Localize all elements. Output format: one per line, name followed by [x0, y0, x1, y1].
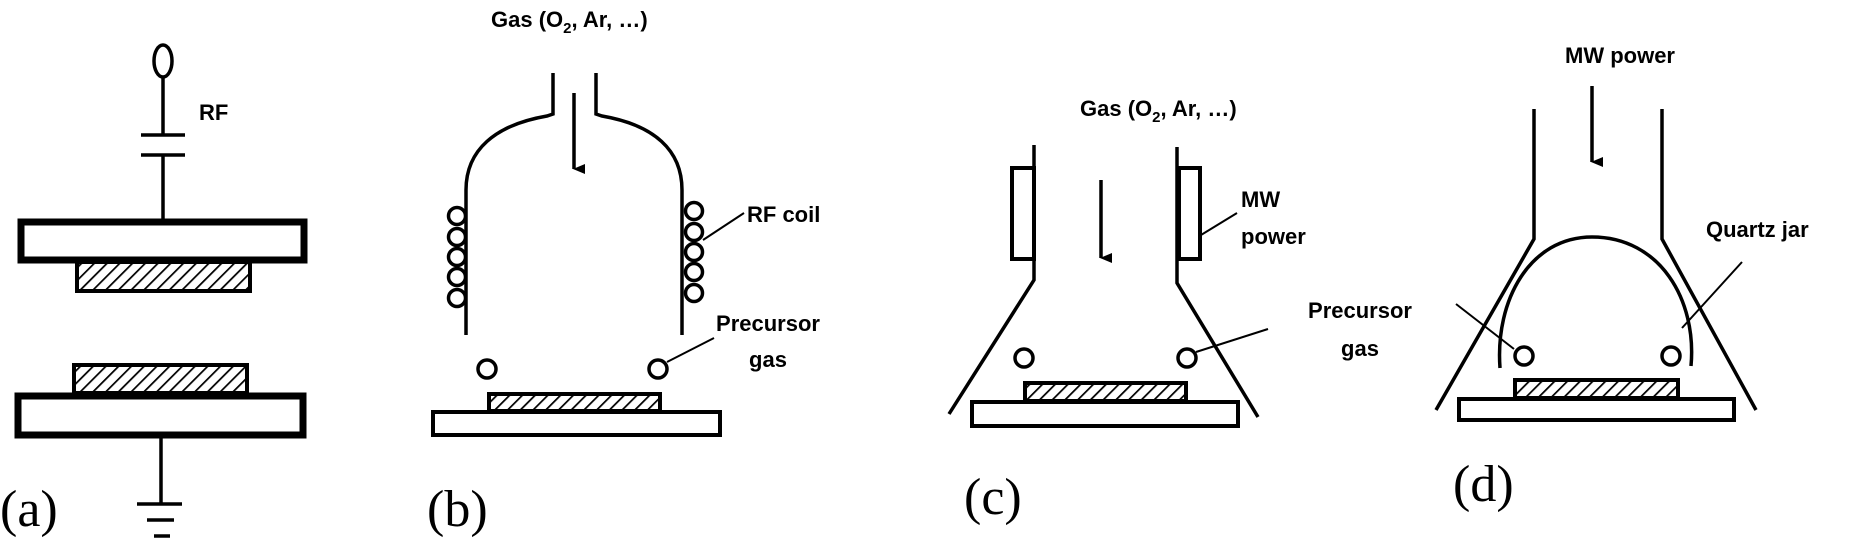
panel-label-b: (b) — [427, 481, 488, 538]
quartz-jar-label: Quartz jar — [1706, 217, 1809, 242]
precursor-leader — [1195, 328, 1269, 353]
upper-electrode — [17, 218, 308, 264]
subscript: 2 — [563, 20, 571, 37]
waveguide-left-wall — [1434, 109, 1536, 411]
precursor-gas-ring-right — [647, 358, 669, 380]
subscript: 2 — [1152, 109, 1160, 126]
mw-applicator-right — [1177, 166, 1202, 261]
rf-coil-left — [446, 205, 468, 309]
precursor-gas-ring-right — [1176, 347, 1198, 369]
panel-label-a: (a) — [0, 481, 58, 538]
chamber-left-wall — [464, 73, 555, 335]
substrate-holder — [431, 410, 722, 437]
panel-a-capacitive-rf: RF (a) — [0, 43, 308, 538]
gas-inlet-label: Gas (O2, Ar, …) — [1080, 96, 1237, 126]
sample — [1023, 381, 1188, 403]
lower-sample — [72, 363, 249, 395]
panel-d-microwave-quartz: MW power Quartz jar (d) — [1434, 43, 1809, 513]
mw-power-leader — [1200, 212, 1238, 236]
sample — [487, 392, 662, 413]
panel-label-c: (c) — [964, 469, 1022, 526]
mw-power-label: MW power — [1565, 43, 1675, 68]
precursor-leader — [1455, 303, 1515, 350]
chamber-right-wall — [594, 73, 684, 335]
panel-label-d: (d) — [1453, 456, 1514, 513]
rf-label: RF — [199, 100, 228, 125]
substrate-holder — [1457, 397, 1736, 422]
rf-source-terminal — [152, 43, 174, 79]
sample — [1513, 378, 1680, 400]
rf-coil-leader — [702, 212, 745, 241]
rf-coil-label: RF coil — [747, 202, 820, 227]
precursor-gas-ring-left — [1513, 345, 1535, 367]
mw-applicator-left — [1010, 166, 1036, 261]
precursor-gas-ring-left — [1013, 347, 1035, 369]
gas-inlet-label: Gas (O2, Ar, …) — [491, 7, 648, 37]
quartz-jar — [1497, 235, 1694, 369]
quartz-jar-leader — [1681, 261, 1743, 329]
rf-coil-right — [683, 200, 705, 304]
ground-icon — [137, 502, 182, 538]
substrate-holder — [970, 400, 1240, 428]
lower-electrode — [14, 392, 307, 439]
waveguide-right-wall — [1660, 109, 1758, 411]
precursor-leader — [666, 337, 715, 363]
upper-sample — [75, 260, 252, 293]
precursor-gas-ring-right — [1660, 345, 1682, 367]
precursor-gas-ring-left — [476, 358, 498, 380]
